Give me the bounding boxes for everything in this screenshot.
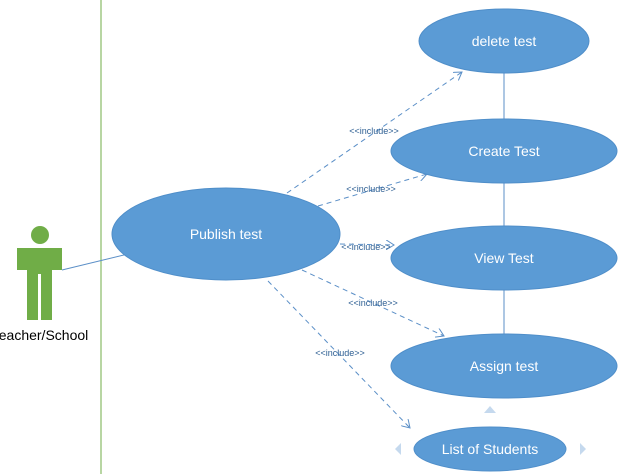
use-case-publish-test-label: Publish test (190, 226, 262, 242)
actor-label: Teacher/School (0, 327, 88, 343)
use-case-delete-test[interactable]: delete test (418, 8, 590, 74)
include-label-create: <<include>> (346, 184, 396, 194)
resize-handle-up-icon[interactable] (484, 406, 496, 413)
use-case-list-of-students[interactable]: List of Students (413, 426, 567, 472)
use-case-assign-test-label: Assign test (470, 358, 539, 374)
actor-figure-icon (17, 226, 62, 320)
resize-handle-left-icon[interactable] (395, 443, 401, 455)
use-case-list-of-students-label: List of Students (442, 441, 539, 457)
include-label-delete: <<include>> (349, 126, 399, 136)
use-case-view-test-label: View Test (474, 250, 534, 266)
use-case-view-test[interactable]: View Test (390, 225, 618, 291)
use-case-assign-test[interactable]: Assign test (390, 333, 618, 399)
use-case-delete-test-label: delete test (472, 33, 537, 49)
use-case-publish-test[interactable]: Publish test (111, 187, 341, 281)
include-label-assign: <<include>> (348, 298, 398, 308)
include-arrow-list (267, 280, 410, 428)
include-arrow-create (317, 174, 427, 207)
include-arrow-assign (301, 269, 444, 336)
include-arrow-view (339, 244, 394, 245)
association-actor-publish (61, 253, 129, 271)
include-label-list: <<include>> (315, 348, 365, 358)
include-label-view: <<include>> (341, 242, 391, 252)
use-case-create-test[interactable]: Create Test (390, 118, 618, 184)
resize-handle-right-icon[interactable] (580, 443, 586, 455)
use-case-create-test-label: Create Test (468, 143, 539, 159)
